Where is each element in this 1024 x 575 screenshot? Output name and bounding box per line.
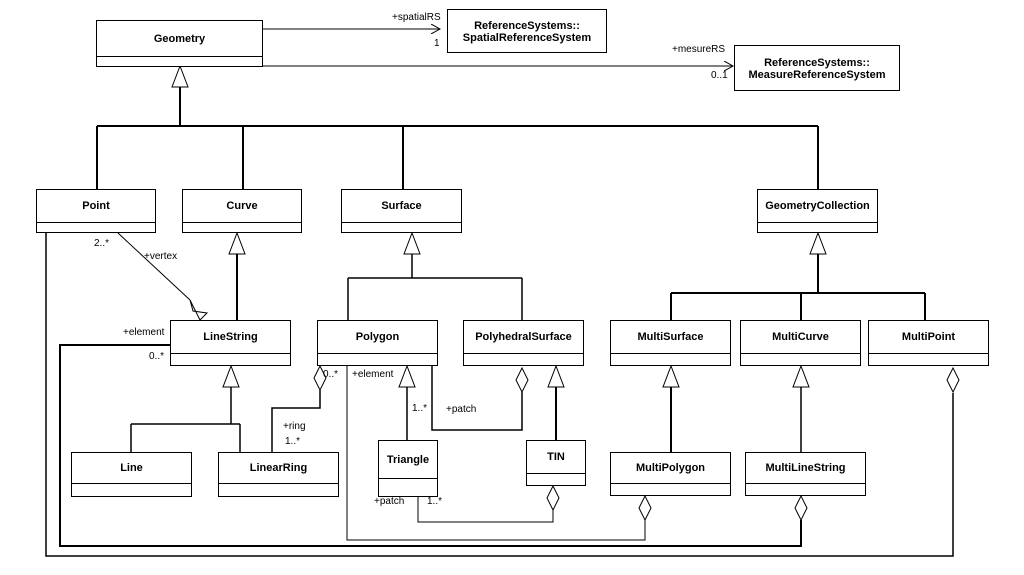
multicurve-generalization-arrow [792, 364, 810, 388]
ring-multiplicity-label: 1..* [285, 436, 301, 447]
vertex-aggregation-diamond [189, 299, 209, 321]
geometrycollection-generalization-arrow [809, 231, 827, 255]
surface-generalization-arrow [403, 231, 421, 255]
linestring-generalization-arrow [222, 364, 240, 388]
class-multi-point[interactable]: MultiPoint [868, 320, 989, 366]
class-multi-surface[interactable]: MultiSurface [610, 320, 731, 366]
curve-generalization-arrow [228, 231, 246, 255]
class-line-string-name: LineString [171, 321, 290, 354]
class-surface[interactable]: Surface [341, 189, 462, 233]
spatial-rs-line1: ReferenceSystems:: [474, 20, 580, 32]
vertex-role-label: +vertex [144, 251, 178, 262]
polygon-multiplicity-label: 0..* [323, 369, 339, 380]
class-multi-polygon-name: MultiPolygon [611, 453, 730, 484]
geometry-generalization-arrow [171, 64, 189, 88]
class-polygon[interactable]: Polygon [317, 320, 438, 366]
class-multi-line-string-name: MultiLineString [746, 453, 865, 484]
class-surface-name: Surface [342, 190, 461, 223]
class-point-name: Point [37, 190, 155, 223]
polyhedralsurface-generalization-arrow [547, 364, 565, 388]
class-multi-surface-name: MultiSurface [611, 321, 730, 354]
patch-aggregation-diamond [515, 366, 529, 394]
class-measure-reference-system[interactable]: ReferenceSystems:: MeasureReferenceSyste… [734, 45, 900, 91]
class-spatial-reference-system[interactable]: ReferenceSystems:: SpatialReferenceSyste… [447, 9, 607, 53]
ring-role-label: +ring [283, 421, 306, 432]
class-measure-rs-name: ReferenceSystems:: MeasureReferenceSyste… [735, 46, 899, 92]
class-curve-name: Curve [183, 190, 301, 223]
ring-aggregation-diamond [313, 364, 327, 392]
linestring-multiplicity-label: 0..* [149, 351, 165, 362]
point-multiplicity-label: 2..* [94, 238, 110, 249]
multipolygon-aggregation-diamond [638, 494, 652, 522]
class-line-name: Line [72, 453, 191, 484]
multisurface-generalization-arrow [662, 364, 680, 388]
class-linear-ring-name: LinearRing [219, 453, 338, 484]
spatial-rs-line2: SpatialReferenceSystem [462, 32, 592, 44]
class-tin[interactable]: TIN [526, 440, 586, 486]
element-role-label-polygon: +element [352, 369, 394, 380]
class-multi-curve[interactable]: MultiCurve [740, 320, 861, 366]
class-geometry-collection[interactable]: GeometryCollection [757, 189, 878, 233]
tin-aggregation-diamond [546, 484, 560, 512]
class-multi-curve-name: MultiCurve [741, 321, 860, 354]
geometry-generalization [96, 87, 819, 189]
class-curve[interactable]: Curve [182, 189, 302, 233]
class-tin-name: TIN [527, 441, 585, 474]
class-geometry-name: Geometry [97, 21, 262, 57]
tin-multiplicity-label: 1..* [427, 496, 443, 507]
measure-rs-line1: ReferenceSystems:: [764, 57, 870, 69]
class-polyhedral-surface-name: PolyhedralSurface [464, 321, 583, 354]
multilinestring-aggregation-diamond [794, 494, 808, 522]
measure-rs-role-label: +mesureRS [672, 44, 726, 55]
class-polygon-name: Polygon [318, 321, 437, 354]
class-line[interactable]: Line [71, 452, 192, 497]
patch-role-label-tin: +patch [374, 496, 405, 507]
class-multi-polygon[interactable]: MultiPolygon [610, 452, 731, 496]
class-spatial-rs-name: ReferenceSystems:: SpatialReferenceSyste… [448, 10, 606, 54]
class-triangle[interactable]: Triangle [378, 440, 438, 497]
spatial-rs-role-label: +spatialRS [392, 12, 441, 23]
class-multi-line-string[interactable]: MultiLineString [745, 452, 866, 496]
measure-rs-line2: MeasureReferenceSystem [748, 69, 886, 81]
class-line-string[interactable]: LineString [170, 320, 291, 366]
class-geometry[interactable]: Geometry [96, 20, 263, 67]
class-point[interactable]: Point [36, 189, 156, 233]
spatial-rs-multiplicity-label: 1 [434, 38, 440, 49]
triangle-multiplicity-label: 1..* [412, 403, 428, 414]
class-linear-ring[interactable]: LinearRing [218, 452, 339, 497]
class-triangle-name: Triangle [379, 441, 437, 479]
element-role-label-left: +element [123, 327, 165, 338]
class-multi-point-name: MultiPoint [869, 321, 988, 354]
measure-rs-multiplicity-label: 0..1 [711, 70, 728, 81]
multipoint-aggregation-diamond [946, 366, 960, 394]
polygon-generalization-arrow [398, 364, 416, 388]
class-polyhedral-surface[interactable]: PolyhedralSurface [463, 320, 584, 366]
patch-role-label-polyhedral: +patch [446, 404, 477, 415]
class-geometry-collection-name: GeometryCollection [758, 190, 877, 223]
